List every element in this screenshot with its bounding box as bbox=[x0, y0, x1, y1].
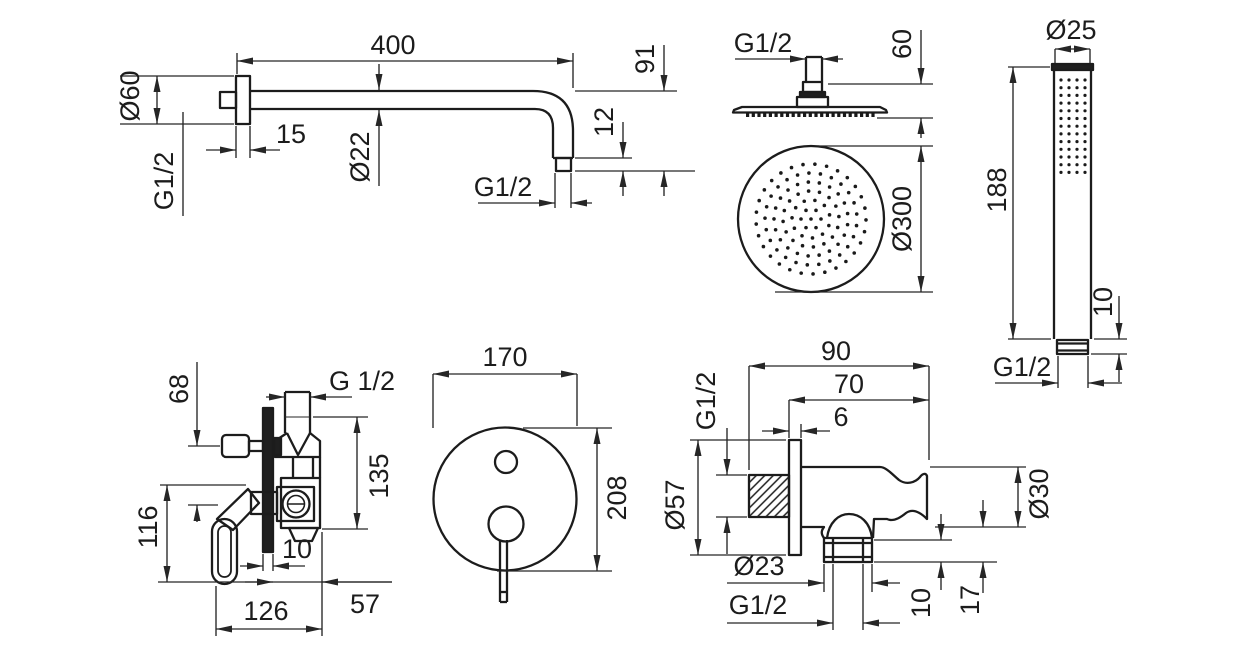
head-nozzle-dots bbox=[754, 162, 868, 276]
hand-shower-drawing: Ø25 188 10 G1/2 bbox=[982, 15, 1127, 388]
dim-hand-diameter: Ø25 bbox=[1045, 15, 1096, 45]
dim-elbow-nut-height: 10 bbox=[906, 588, 936, 618]
wall-elbow-drawing: 90 70 6 G1/2 Ø57 Ø30 10 17 Ø23 G1/2 bbox=[660, 336, 1054, 630]
mixer-wall-plate bbox=[261, 406, 275, 554]
elbow-inlet-thread bbox=[747, 473, 791, 519]
head-disc-profile bbox=[731, 105, 889, 114]
dim-elbow-outlet-thread: G1/2 bbox=[729, 590, 788, 620]
dim-arm-wall-thread: G1/2 bbox=[149, 152, 179, 211]
dim-elbow-total-depth: 90 bbox=[821, 336, 851, 366]
dim-hand-thread: G1/2 bbox=[993, 352, 1052, 382]
dim-mixer-lever-height: 116 bbox=[133, 505, 163, 548]
head-nozzle-teeth bbox=[746, 112, 875, 117]
arm-tube-outer bbox=[250, 89, 575, 158]
mixer-lever-loop bbox=[210, 517, 239, 586]
dim-head-diameter: Ø300 bbox=[887, 186, 917, 252]
dim-elbow-outlet-height: 17 bbox=[955, 585, 985, 615]
mixer-lever-handle bbox=[215, 487, 261, 532]
trim-plate-drawing: 170 208 bbox=[432, 342, 632, 604]
holder-profile bbox=[801, 465, 929, 539]
lever-base bbox=[487, 505, 525, 543]
dim-hand-thread-length: 10 bbox=[1088, 287, 1118, 317]
dim-elbow-connector-diameter: Ø23 bbox=[733, 551, 784, 581]
dim-elbow-plate-thickness: 6 bbox=[833, 402, 848, 432]
dim-mixer-total-depth: 126 bbox=[243, 596, 288, 626]
dim-arm-thread-length: 12 bbox=[589, 107, 619, 137]
arm-wall-thread-stub bbox=[218, 90, 238, 110]
hand-shower-face-dots bbox=[1059, 78, 1087, 174]
mixer-cartridge bbox=[281, 489, 311, 519]
dim-mixer-plate-thickness: 10 bbox=[282, 534, 312, 564]
dim-hand-length: 188 bbox=[982, 167, 1012, 212]
dim-head-height: 60 bbox=[887, 29, 917, 59]
dim-mixer-installation-depth: 57 bbox=[350, 589, 380, 619]
hand-shower-cap bbox=[1050, 62, 1095, 72]
diverter-button bbox=[493, 449, 519, 475]
dim-mixer-inlet-thread: G 1/2 bbox=[329, 366, 395, 396]
shower-arm-drawing: 400 Ø60 15 Ø22 G1/2 91 12 G1/2 bbox=[115, 30, 695, 216]
dim-arm-flange-thickness: 15 bbox=[276, 119, 306, 149]
head-shower-drawing: G1/2 60 Ø300 bbox=[731, 28, 933, 294]
dim-head-thread: G1/2 bbox=[734, 28, 793, 58]
dim-elbow-plate-diameter: Ø57 bbox=[660, 479, 690, 530]
dim-elbow-holder-diameter: Ø30 bbox=[1024, 468, 1054, 519]
dim-arm-outlet-thread: G1/2 bbox=[474, 172, 533, 202]
mixer-diverter-knob bbox=[220, 433, 251, 459]
mixer-outlet bbox=[287, 526, 320, 543]
arm-outlet-thread bbox=[554, 156, 573, 173]
dim-arm-tube-diameter: Ø22 bbox=[345, 131, 375, 182]
dim-plate-diameter: 170 bbox=[482, 342, 527, 372]
elbow-wall-plate bbox=[787, 438, 803, 557]
hand-shower-nut bbox=[1055, 338, 1090, 356]
arm-wall-flange bbox=[234, 74, 252, 126]
mixer-drawing: G 1/2 68 116 135 10 57 126 bbox=[133, 362, 395, 636]
dim-elbow-holder-depth: 70 bbox=[834, 369, 864, 399]
trim-plate bbox=[432, 426, 578, 572]
dim-mixer-axis-distance: 68 bbox=[164, 374, 194, 404]
dim-plate-height: 208 bbox=[602, 475, 632, 520]
dim-elbow-inlet-thread: G1/2 bbox=[691, 372, 721, 431]
outlet-hex-nut bbox=[822, 536, 874, 564]
dim-arm-flange-diameter: Ø60 bbox=[115, 70, 145, 121]
dim-arm-length: 400 bbox=[370, 30, 415, 60]
dim-arm-height: 91 bbox=[630, 44, 660, 74]
dim-mixer-body-height: 135 bbox=[364, 453, 394, 498]
arm-tube-inner bbox=[250, 107, 555, 158]
